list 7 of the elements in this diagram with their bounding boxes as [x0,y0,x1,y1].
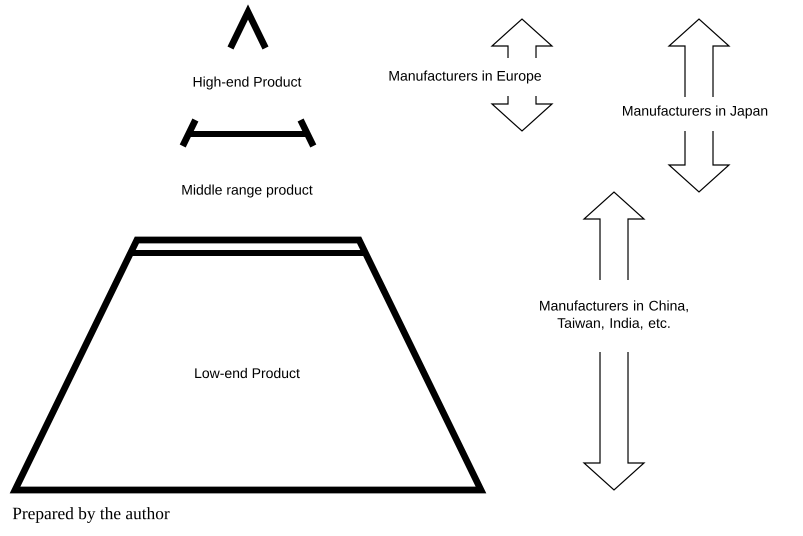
pyramid-tip: High-end Product [194,4,302,90]
caption: Prepared by the author [12,507,170,523]
manufacturer-label: Manufacturers in Europe [390,70,541,84]
pyramid-tier: Low-end Product [10,236,486,494]
manufacturer-label: Manufacturers in Japan [623,105,768,119]
pyramid-tier: Middle range product [180,118,316,198]
manufacturer-label: Manufacturers in China, Taiwan, India, etc. [540,300,688,330]
